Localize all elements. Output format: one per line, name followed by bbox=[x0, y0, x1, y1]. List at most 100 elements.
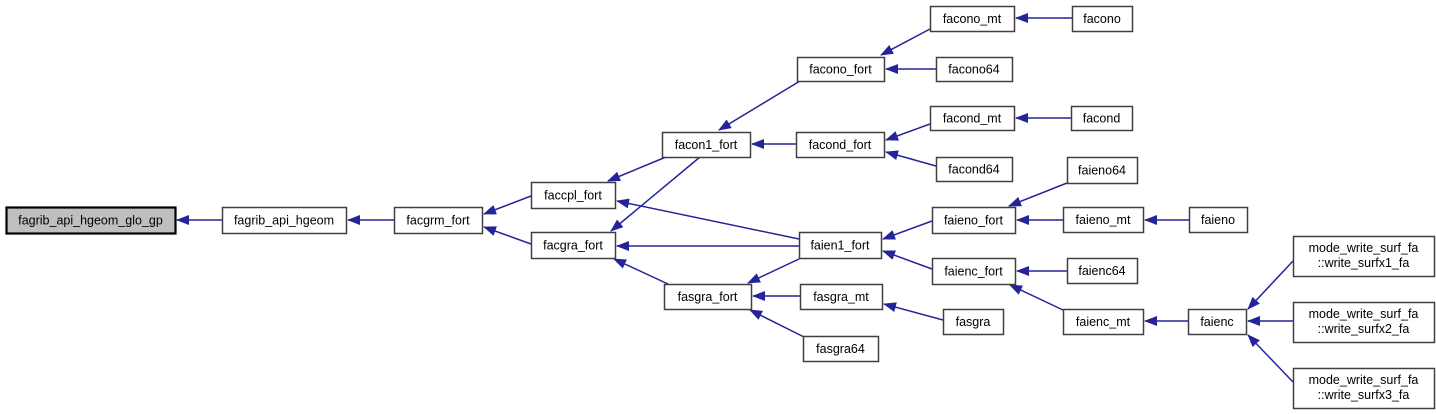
node-label-faienc_fort: faienc_fort bbox=[944, 265, 1003, 279]
node-label-fagrib_api_hgeom: fagrib_api_hgeom bbox=[234, 214, 334, 228]
node-write_surfx3[interactable]: mode_write_surf_fa::write_surfx3_fa bbox=[1292, 367, 1436, 410]
node-box-facgra_fort[interactable] bbox=[530, 231, 617, 260]
edge-write_surfx1-to-faienc bbox=[1247, 260, 1294, 310]
node-box-facono_fort[interactable] bbox=[796, 56, 886, 83]
node-label-fasgra_mt: fasgra_mt bbox=[813, 290, 869, 304]
edge-faienc_mt-to-faienc_fort bbox=[1009, 284, 1064, 311]
node-facond64[interactable]: facond64 bbox=[935, 156, 1014, 183]
edge-write_surfx3-to-faienc bbox=[1247, 334, 1294, 383]
edge-faien1_fort-to-fasgra_fort bbox=[747, 257, 802, 284]
node-box-facono64[interactable] bbox=[935, 56, 1014, 83]
node-box-facono[interactable] bbox=[1071, 5, 1134, 33]
edge-fasgra_fort-to-facgra_fort bbox=[613, 258, 669, 285]
node-fasgra_mt[interactable]: fasgra_mt bbox=[799, 283, 884, 311]
edge-facond_mt-to-facond_fort bbox=[885, 123, 931, 141]
node-box-fagrib_api_hgeom[interactable] bbox=[221, 206, 348, 235]
node-box-fagrib_api_hgeom_glo_gp[interactable] bbox=[5, 206, 177, 235]
node-label-fasgra: fasgra bbox=[956, 315, 991, 329]
node-box-faien1_fort[interactable] bbox=[798, 231, 883, 260]
node-facono[interactable]: facono bbox=[1071, 5, 1134, 33]
node-box-faieno[interactable] bbox=[1188, 206, 1249, 234]
edge-facon1_fort-to-faccpl_fort bbox=[607, 156, 667, 182]
node-facono_mt[interactable]: facono_mt bbox=[929, 5, 1016, 33]
edge-faieno_fort-to-faien1_fort bbox=[882, 220, 933, 240]
node-faccpl_fort[interactable]: faccpl_fort bbox=[530, 181, 617, 210]
node-label-facond_mt: facond_mt bbox=[943, 112, 1002, 126]
node-faieno_fort[interactable]: faieno_fort bbox=[931, 206, 1017, 235]
node-box-faieno_fort[interactable] bbox=[931, 206, 1017, 235]
edge-fasgra64-to-fasgra_fort bbox=[749, 309, 807, 339]
node-label-fagrib_api_hgeom_glo_gp: fagrib_api_hgeom_glo_gp bbox=[18, 214, 163, 228]
edge-facon1_fort-to-facgra_fort bbox=[610, 156, 701, 232]
edge-faccpl_fort-to-facgrm_fort bbox=[483, 195, 532, 215]
edge-facono_fort-to-facon1_fort bbox=[718, 80, 801, 131]
node-facond_mt[interactable]: facond_mt bbox=[929, 105, 1016, 132]
node-label-facono_mt: facono_mt bbox=[943, 12, 1002, 26]
node-label-facgrm_fort: facgrm_fort bbox=[406, 214, 470, 228]
node-fasgra_fort[interactable]: fasgra_fort bbox=[663, 283, 753, 311]
node-box-facond[interactable] bbox=[1070, 105, 1134, 132]
node-label-faieno_mt: faieno_mt bbox=[1076, 213, 1131, 227]
node-box-fasgra_fort[interactable] bbox=[663, 283, 753, 311]
node-faieno[interactable]: faieno bbox=[1188, 206, 1249, 234]
node-faieno64[interactable]: faieno64 bbox=[1066, 156, 1139, 185]
node-fagrib_api_hgeom[interactable]: fagrib_api_hgeom bbox=[221, 206, 348, 235]
node-box-fasgra_mt[interactable] bbox=[799, 283, 884, 311]
node-fagrib_api_hgeom_glo_gp[interactable]: fagrib_api_hgeom_glo_gp bbox=[5, 206, 177, 235]
node-faienc_mt[interactable]: faienc_mt bbox=[1062, 308, 1145, 336]
node-facono_fort[interactable]: facono_fort bbox=[796, 56, 886, 83]
node-label-faienc_mt: faienc_mt bbox=[1076, 315, 1131, 329]
node-box-write_surfx1[interactable] bbox=[1292, 235, 1436, 278]
node-box-write_surfx3[interactable] bbox=[1292, 367, 1436, 410]
node-label-write_surfx2-line1: mode_write_surf_fa bbox=[1309, 307, 1419, 321]
node-box-facono_mt[interactable] bbox=[929, 5, 1016, 33]
node-box-faienc64[interactable] bbox=[1066, 257, 1139, 285]
node-box-facond64[interactable] bbox=[935, 156, 1014, 183]
node-box-faccpl_fort[interactable] bbox=[530, 181, 617, 210]
node-box-fasgra[interactable] bbox=[942, 308, 1005, 336]
node-facgrm_fort[interactable]: facgrm_fort bbox=[393, 206, 484, 235]
node-faienc_fort[interactable]: faienc_fort bbox=[931, 257, 1017, 286]
node-box-faienc_fort[interactable] bbox=[931, 257, 1017, 286]
node-write_surfx2[interactable]: mode_write_surf_fa::write_surfx2_fa bbox=[1292, 301, 1436, 344]
node-box-facond_mt[interactable] bbox=[929, 105, 1016, 132]
node-label-write_surfx3-line1: mode_write_surf_fa bbox=[1309, 373, 1419, 387]
node-box-facgrm_fort[interactable] bbox=[393, 206, 484, 235]
node-box-faienc[interactable] bbox=[1187, 308, 1248, 336]
edge-facgra_fort-to-facgrm_fort bbox=[483, 226, 532, 245]
node-label-fasgra64: fasgra64 bbox=[816, 342, 865, 356]
node-label-facono: facono bbox=[1083, 12, 1121, 26]
edge-facono_mt-to-facono_fort bbox=[880, 28, 931, 56]
node-box-facond_fort[interactable] bbox=[795, 131, 886, 159]
node-box-write_surfx2[interactable] bbox=[1292, 301, 1436, 344]
node-box-faieno64[interactable] bbox=[1066, 156, 1139, 185]
node-facgra_fort[interactable]: facgra_fort bbox=[530, 231, 617, 260]
node-faien1_fort[interactable]: faien1_fort bbox=[798, 231, 883, 260]
node-box-faienc_mt[interactable] bbox=[1062, 308, 1145, 336]
node-box-facon1_fort[interactable] bbox=[661, 131, 752, 159]
edge-facond64-to-facond_fort bbox=[885, 150, 937, 167]
node-faieno_mt[interactable]: faieno_mt bbox=[1062, 206, 1145, 234]
node-box-faieno_mt[interactable] bbox=[1062, 206, 1145, 234]
node-facond_fort[interactable]: facond_fort bbox=[795, 131, 886, 159]
node-label-facon1_fort: facon1_fort bbox=[675, 138, 738, 152]
node-facond[interactable]: facond bbox=[1070, 105, 1134, 132]
node-fasgra[interactable]: fasgra bbox=[942, 308, 1005, 336]
edge-faieno64-to-faieno_fort bbox=[1008, 182, 1068, 207]
node-write_surfx1[interactable]: mode_write_surf_fa::write_surfx1_fa bbox=[1292, 235, 1436, 278]
node-label-facond: facond bbox=[1083, 112, 1121, 126]
node-faienc64[interactable]: faienc64 bbox=[1066, 257, 1139, 285]
node-box-fasgra64[interactable] bbox=[802, 335, 880, 363]
node-label-faieno_fort: faieno_fort bbox=[944, 214, 1004, 228]
node-label-write_surfx2-line2: ::write_surfx2_fa bbox=[1318, 322, 1410, 336]
node-faienc[interactable]: faienc bbox=[1187, 308, 1248, 336]
node-label-facono_fort: facono_fort bbox=[809, 63, 872, 77]
node-label-write_surfx1-line1: mode_write_surf_fa bbox=[1309, 241, 1419, 255]
node-label-fasgra_fort: fasgra_fort bbox=[678, 290, 738, 304]
node-facono64[interactable]: facono64 bbox=[935, 56, 1014, 83]
node-label-write_surfx1-line2: ::write_surfx1_fa bbox=[1318, 256, 1410, 270]
node-facon1_fort[interactable]: facon1_fort bbox=[661, 131, 752, 159]
node-fasgra64[interactable]: fasgra64 bbox=[802, 335, 880, 363]
